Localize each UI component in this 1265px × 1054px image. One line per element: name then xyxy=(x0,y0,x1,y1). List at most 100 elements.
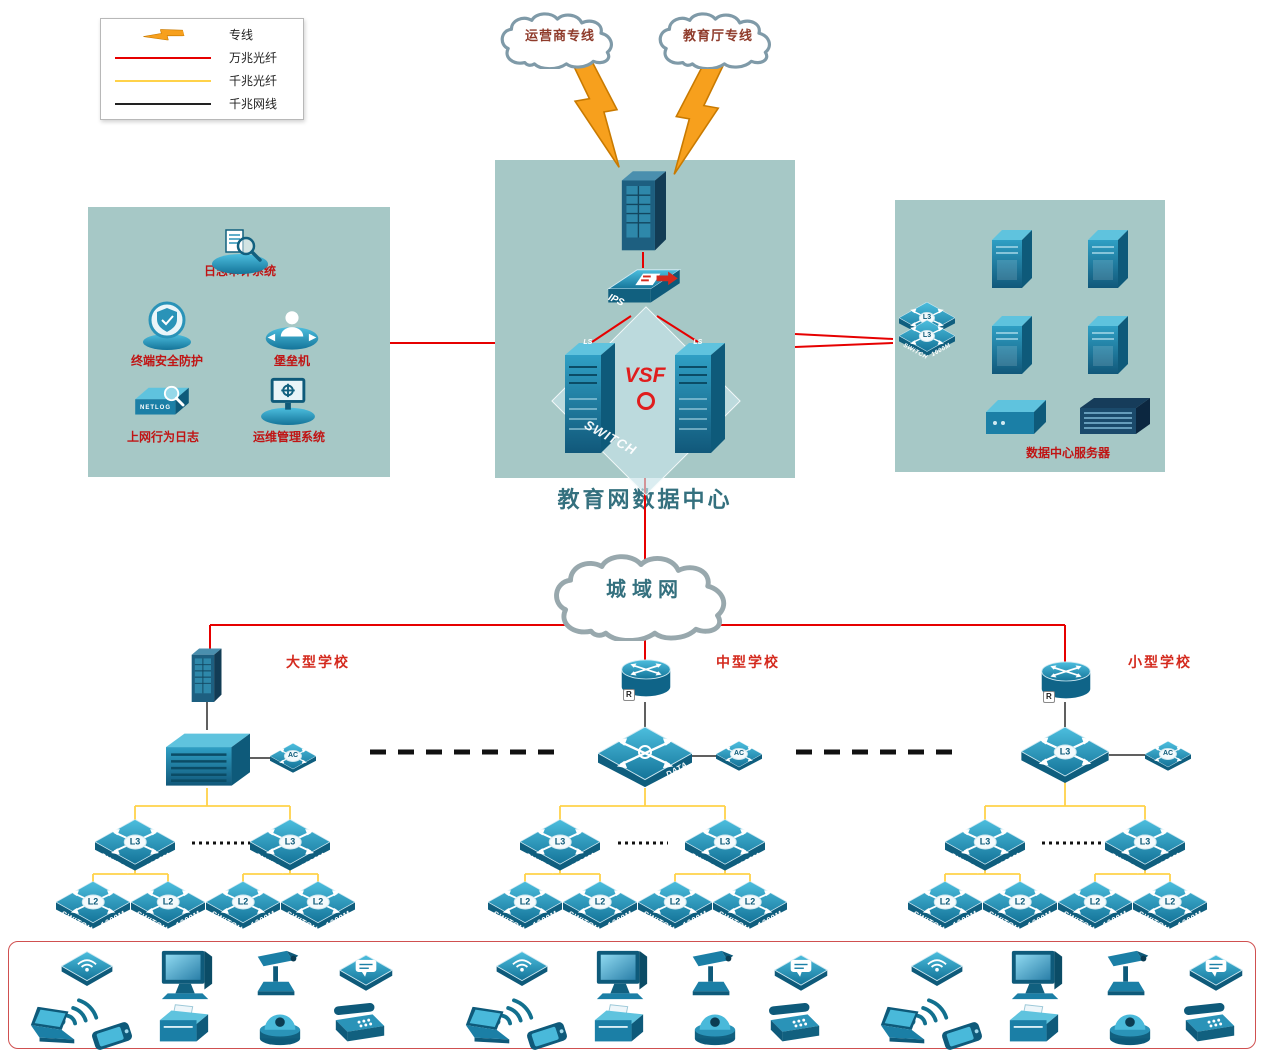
switch-badge: L2 xyxy=(513,894,537,910)
switch-badge: L2 xyxy=(306,894,330,910)
large-school-firewall-icon xyxy=(186,646,226,702)
core-firewall-icon xyxy=(620,166,666,252)
printer-icon xyxy=(1006,1002,1062,1048)
red-line-sample xyxy=(109,56,217,59)
edu-cloud-label: 教育厅专线 xyxy=(682,27,753,43)
isp-cloud-label: 运营商专线 xyxy=(524,27,595,43)
wireless-ap-icon xyxy=(493,946,551,988)
server-icon xyxy=(988,316,1032,374)
server-icon xyxy=(1084,230,1128,288)
lightning-icon xyxy=(109,25,217,45)
ptz-camera-icon xyxy=(250,946,306,1002)
terminal-group xyxy=(872,941,1265,1051)
tower-model-label: LS xyxy=(693,339,703,346)
wireless-ap-icon xyxy=(908,946,966,988)
tower-model-label: LS xyxy=(583,339,593,346)
bastion-host-icon xyxy=(262,306,322,352)
vsf-link-icon xyxy=(637,392,655,410)
legend-row-1g-fiber: 千兆光纤 xyxy=(109,70,295,91)
switch-badge: L2 xyxy=(1158,894,1182,910)
legend: 专线 万兆光纤 千兆光纤 千兆网线 xyxy=(100,18,304,120)
endpoint-security-icon xyxy=(139,298,195,352)
wireless-ap-icon xyxy=(58,946,116,988)
switch-ring-icon xyxy=(638,745,652,760)
storage-device-icon xyxy=(986,400,1046,434)
school-label-medium: 中型学校 xyxy=(716,654,780,670)
messaging-terminal-icon xyxy=(771,948,831,996)
messaging-terminal-icon xyxy=(1186,948,1246,996)
medium-core-switch: SWITCH DATA CENTER xyxy=(598,726,692,794)
legend-label: 千兆光纤 xyxy=(229,74,278,88)
switch-badge: L2 xyxy=(933,894,957,910)
endpoint-security-label: 终端安全防护 xyxy=(130,354,203,368)
dome-camera-icon xyxy=(256,1002,304,1048)
ac-controller: AC xyxy=(716,741,762,771)
ptz-camera-icon xyxy=(685,946,741,1002)
switch-badge: L3 xyxy=(548,834,572,850)
router-badge: R xyxy=(1043,691,1055,703)
switch-badge: L2 xyxy=(231,894,255,910)
switch-badge: AC xyxy=(729,748,749,761)
metro-cloud-label: 城域网 xyxy=(606,578,684,601)
switch-badge: L3 xyxy=(713,834,737,850)
vsf-switch-tower-left: LS xyxy=(563,336,617,454)
dome-camera-icon xyxy=(1106,1002,1154,1048)
yellow-line-sample xyxy=(109,79,217,82)
desk-phone-icon xyxy=(1180,1000,1240,1048)
laptop-icon xyxy=(461,1006,517,1048)
router-badge: R xyxy=(623,689,635,701)
smartphone-icon xyxy=(938,1018,986,1054)
desktop-monitor-icon xyxy=(158,948,216,1002)
isp-cloud: 运营商专线 xyxy=(484,5,636,69)
ptz-camera-icon xyxy=(1100,946,1156,1002)
legend-label: 千兆网线 xyxy=(229,97,278,111)
switch-badge: L2 xyxy=(156,894,180,910)
desktop-monitor-icon xyxy=(1008,948,1066,1002)
web-behavior-log-label: 上网行为日志 xyxy=(126,430,199,444)
netlog-label: NETLOG xyxy=(140,405,171,411)
desk-phone-icon xyxy=(765,1000,825,1048)
switch-badge: L2 xyxy=(1083,894,1107,910)
printer-icon xyxy=(156,1002,212,1048)
medium-school-router: R xyxy=(620,656,672,702)
ac-controller: AC xyxy=(1145,741,1191,771)
school-label-small: 小型学校 xyxy=(1128,654,1192,670)
server-icon xyxy=(988,230,1032,288)
switch-badge: L3 xyxy=(123,834,147,850)
legend-row-10g: 万兆光纤 xyxy=(109,47,295,68)
server-zone-title: 数据中心服务器 xyxy=(1025,446,1110,460)
desk-phone-icon xyxy=(330,1000,390,1048)
messaging-terminal-icon xyxy=(336,948,396,996)
legend-row-dedicated: 专线 xyxy=(109,24,295,45)
terminal-group xyxy=(22,941,422,1051)
lightning-bolts xyxy=(564,45,729,175)
switch-badge: L3 xyxy=(973,834,997,850)
switch-badge: L3 xyxy=(278,834,302,850)
switch-badge: L2 xyxy=(588,894,612,910)
rack-device-icon xyxy=(1080,398,1150,434)
edu-cloud: 教育厅专线 xyxy=(642,5,794,69)
copper-lines xyxy=(206,702,1146,759)
switch-badge: L2 xyxy=(81,894,105,910)
ops-management-label: 运维管理系统 xyxy=(252,430,325,444)
switch-badge: L3 xyxy=(918,329,936,342)
vsf-label: VSF xyxy=(624,364,666,387)
netlog-icon xyxy=(131,382,193,426)
log-audit-icon xyxy=(208,226,272,276)
tower-switch-icon xyxy=(673,336,727,454)
